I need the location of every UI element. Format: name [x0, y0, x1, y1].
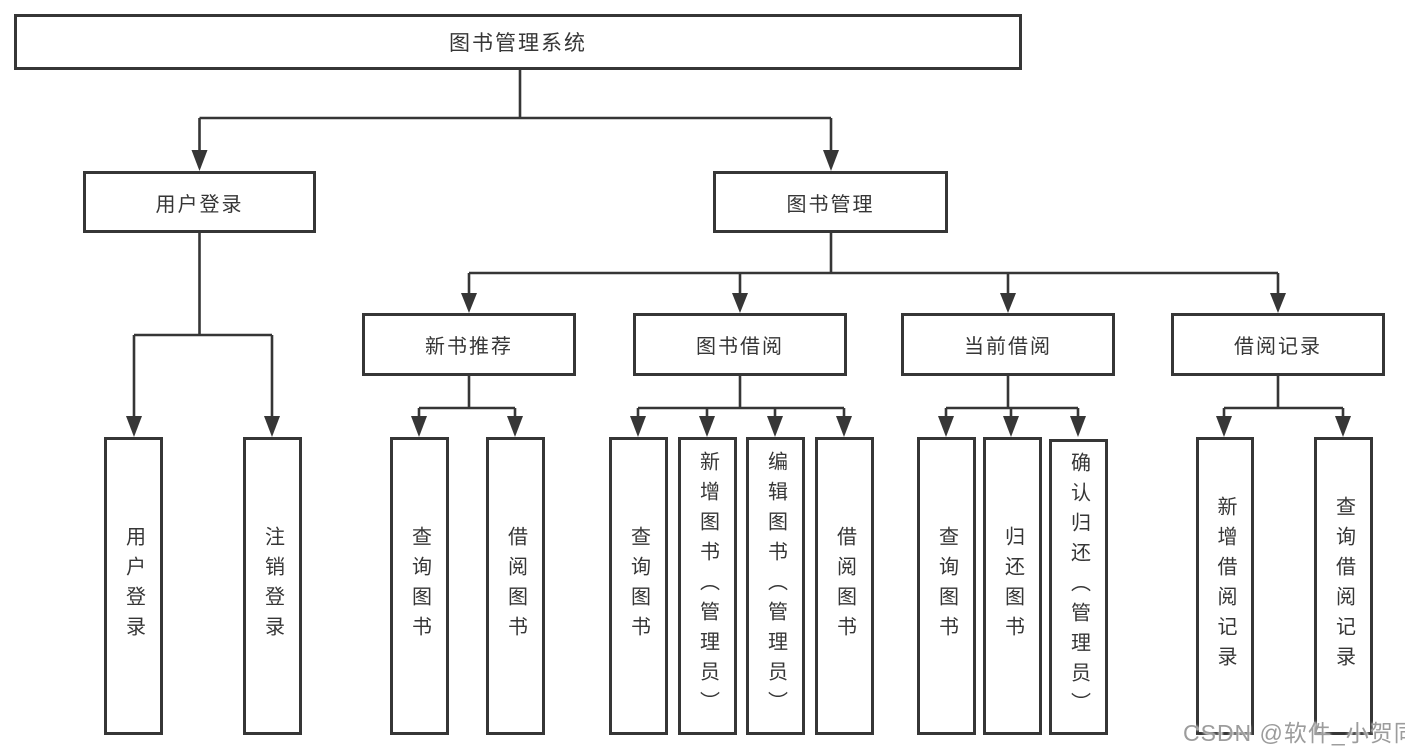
leaf-query-books-current-label: 查询图书: [935, 526, 958, 646]
node-book-management: 图书管理: [713, 171, 948, 233]
arrowhead-new-book: [461, 293, 477, 313]
leaf-return-books: 归还图书: [983, 437, 1042, 735]
leaf-query-books-recommend-label: 查询图书: [408, 526, 431, 646]
leaf-return-books-label: 归还图书: [1001, 526, 1024, 646]
leaf-add-books-admin-label: 新增图书（管理员）: [696, 451, 719, 721]
node-root-system: 图书管理系统: [14, 14, 1022, 70]
leaf-confirm-return-admin-label: 确认归还（管理员）: [1067, 452, 1090, 722]
node-book-management-label: 图书管理: [786, 193, 875, 216]
node-new-book-recommendation-label: 新书推荐: [425, 336, 513, 358]
leaf-query-books-borrow-label: 查询图书: [627, 526, 650, 646]
arrowhead-book-borrowing: [732, 293, 748, 313]
node-current-borrowing-label: 当前借阅: [964, 336, 1052, 358]
leaf-query-borrow-record: 查询借阅记录: [1314, 437, 1373, 735]
node-borrowing-records: 借阅记录: [1171, 313, 1385, 376]
leaf-borrow-books-recommend: 借阅图书: [486, 437, 545, 735]
leaf-user-login-label: 用户登录: [122, 526, 145, 646]
node-user-login: 用户登录: [83, 171, 316, 233]
leaf-borrow-books-recommend-label: 借阅图书: [504, 526, 527, 646]
node-borrowing-records-label: 借阅记录: [1234, 336, 1322, 358]
node-current-borrowing: 当前借阅: [901, 313, 1115, 376]
leaf-borrow-books: 借阅图书: [815, 437, 874, 735]
leaf-confirm-return-admin: 确认归还（管理员）: [1049, 439, 1108, 735]
arrowhead-current-borrowing: [1000, 293, 1016, 313]
arrowhead-user-login: [191, 150, 208, 171]
leaf-user-login: 用户登录: [104, 437, 163, 735]
leaf-add-borrow-record-label: 新增借阅记录: [1214, 496, 1236, 676]
node-user-login-label: 用户登录: [155, 193, 244, 216]
csdn-watermark: CSDN @软件_小贺同学: [1183, 720, 1405, 746]
arrowhead-borrowing-records: [1270, 293, 1286, 313]
leaf-edit-books-admin-label: 编辑图书（管理员）: [764, 451, 787, 721]
leaf-add-borrow-record: 新增借阅记录: [1196, 437, 1254, 735]
node-book-borrowing-label: 图书借阅: [696, 336, 784, 358]
arrowhead-book-management: [823, 150, 839, 171]
leaf-logout: 注销登录: [243, 437, 302, 735]
leaf-query-borrow-record-label: 查询借阅记录: [1332, 496, 1355, 676]
leaf-borrow-books-label: 借阅图书: [833, 526, 856, 646]
leaf-edit-books-admin: 编辑图书（管理员）: [746, 437, 805, 735]
node-root-label: 图书管理系统: [449, 32, 587, 55]
arrowhead-leaf-logout: [264, 416, 280, 437]
leaf-query-books-recommend: 查询图书: [390, 437, 449, 735]
node-book-borrowing: 图书借阅: [633, 313, 847, 376]
arrowhead-leaf-login: [126, 416, 142, 437]
leaf-logout-label: 注销登录: [261, 526, 284, 646]
leaf-add-books-admin: 新增图书（管理员）: [678, 437, 737, 735]
node-new-book-recommendation: 新书推荐: [362, 313, 576, 376]
leaf-query-books-borrow: 查询图书: [609, 437, 668, 735]
leaf-query-books-current: 查询图书: [917, 437, 976, 735]
